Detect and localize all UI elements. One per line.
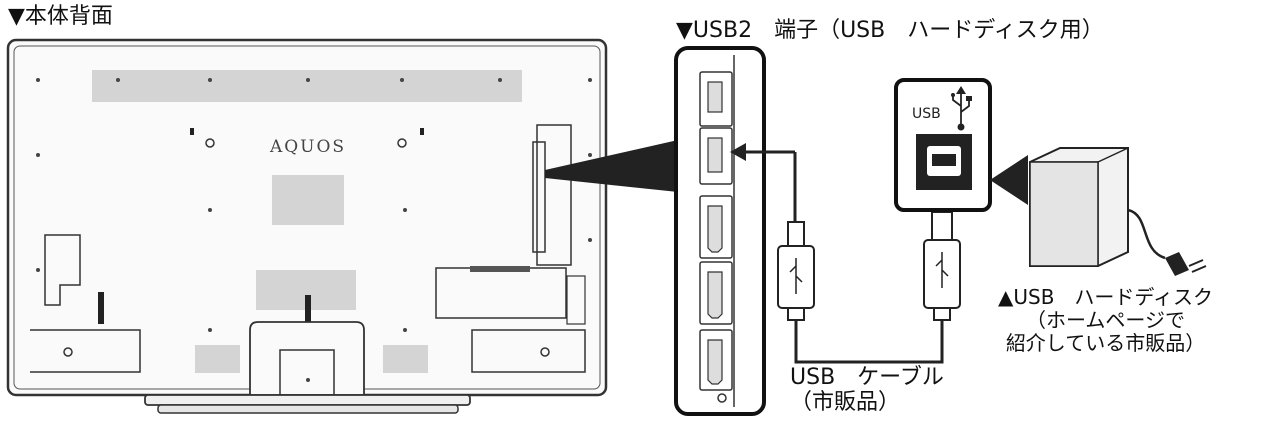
usb-hard-disk: [1029, 147, 1129, 267]
usb-symbol-icon: [951, 86, 972, 126]
stand-base: [144, 394, 471, 406]
cable-caption-line1: USB ケーブル: [790, 365, 944, 390]
cable-caption-line2: （市販品）: [790, 390, 901, 416]
zoom-leader: [545, 140, 678, 192]
usb-b-plug: [931, 211, 953, 241]
vent-left: [195, 345, 240, 373]
usb-port-title: ▼USB2 端子（USB ハードディスク用）: [676, 18, 1104, 43]
brand-logo: AQUOS: [269, 137, 346, 157]
vesa-plate: [272, 175, 344, 225]
usb-port-panel: [674, 46, 766, 416]
power-plug-icon: [1165, 252, 1207, 276]
vent-strip: [92, 70, 522, 102]
hdd-caption-line3: 紹介している市販品）: [1005, 331, 1206, 355]
tv-back-panel: AQUOS: [6, 38, 608, 414]
hdd-port-label: USB: [912, 106, 941, 122]
hdd-caption-line2: （ホームページで: [1026, 308, 1186, 332]
usb-cable: [777, 152, 961, 364]
usb-connector-icon: [789, 258, 803, 294]
cable-caption: USB ケーブル （市販品）: [790, 365, 944, 416]
hdd-caption-line1: ▲USB ハードディスク: [998, 285, 1214, 309]
stand-neck: [249, 321, 365, 396]
hdd-port-closeup: USB: [894, 78, 992, 212]
usb-a-plug: [787, 221, 805, 247]
tv-back-title: ▼本体背面: [8, 4, 113, 29]
vent-right: [383, 345, 428, 373]
hdd-caption: ▲USB ハードディスク （ホームページで 紹介している市販品）: [998, 286, 1213, 355]
